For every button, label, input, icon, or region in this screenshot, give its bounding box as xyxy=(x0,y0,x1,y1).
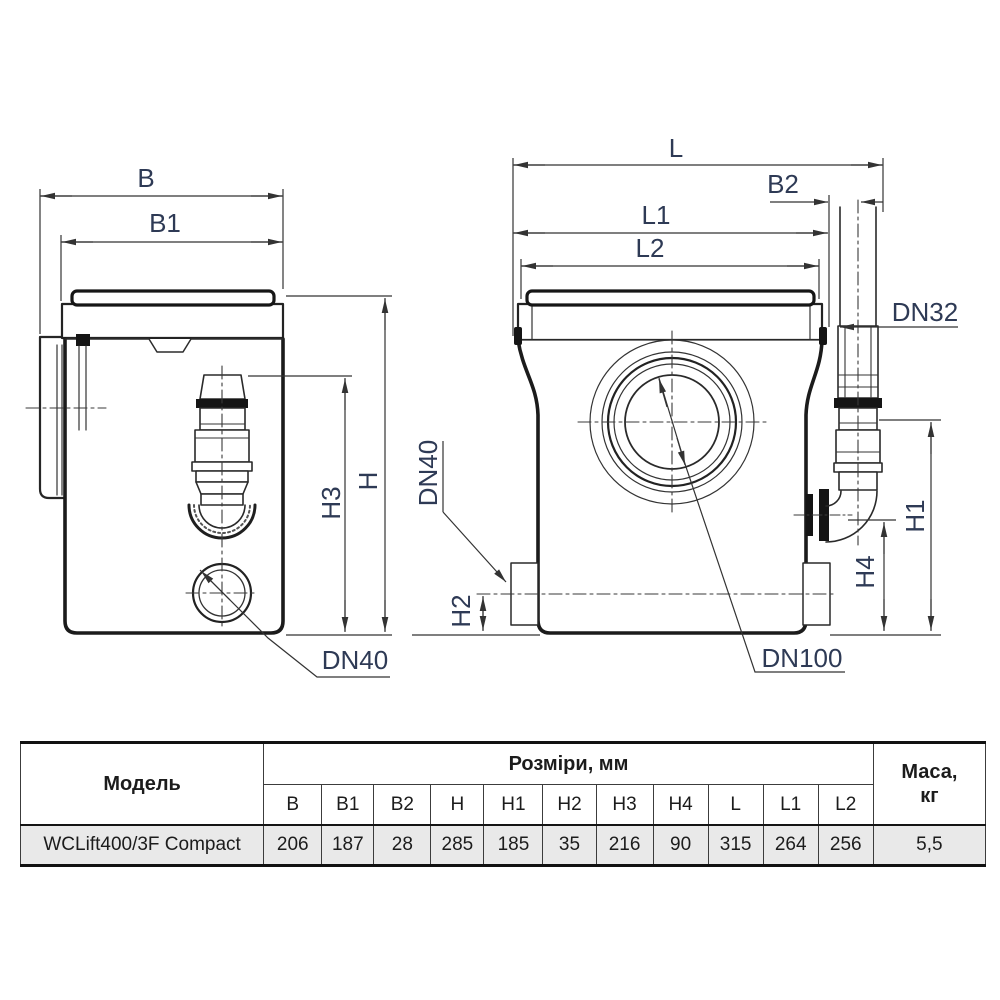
dim-header-cell-b: B xyxy=(263,784,323,826)
dim-label-l1: L1 xyxy=(641,200,671,230)
value-cell-b2: 28 xyxy=(373,824,432,866)
spec-table: Модель Розміри, мм Маса, кг B B1 B2 H H1… xyxy=(19,741,987,867)
dim-header-cell-l: L xyxy=(707,784,764,826)
value-cell-h: 285 xyxy=(430,824,485,866)
dim-header-cell-h2: H2 xyxy=(542,784,597,826)
side-view-dimensions xyxy=(39,189,392,678)
dim-header-cell-l1: L1 xyxy=(762,784,819,826)
dim-label-h2: H2 xyxy=(446,594,476,628)
model-name-cell: WCLift400/3F Compact xyxy=(19,824,265,866)
mass-header-cell: Маса, кг xyxy=(872,742,987,826)
table-row: WCLift400/3F Compact 206 187 28 285 185 … xyxy=(19,824,987,866)
dim-label-b2: B2 xyxy=(767,169,799,199)
mass-header-line2: кг xyxy=(920,785,939,807)
dim-label-h3: H3 xyxy=(316,486,346,520)
dim-header-cell-h: H xyxy=(430,784,485,826)
dim-label-h1: H1 xyxy=(900,499,930,533)
mass-header-line1: Маса, xyxy=(901,761,958,783)
value-cell-h4: 90 xyxy=(652,824,709,866)
dim-label-h: H xyxy=(353,471,383,491)
value-cell-h3: 216 xyxy=(595,824,654,866)
dimensions-header-cell: Розміри, мм xyxy=(263,742,874,785)
dim-label-b1: B1 xyxy=(149,208,181,238)
dim-header-cell-h1: H1 xyxy=(483,784,544,826)
port-label-dn32: DN32 xyxy=(891,297,959,327)
value-cell-b1: 187 xyxy=(321,824,375,866)
port-label-dn100: DN100 xyxy=(761,643,843,673)
port-label-dn40-side: DN40 xyxy=(413,439,443,507)
front-view-dimensions xyxy=(412,158,958,673)
dim-header-cell-l2: L2 xyxy=(817,784,874,826)
model-header-cell: Модель xyxy=(19,742,265,826)
value-cell-h2: 35 xyxy=(542,824,597,866)
port-label-dn40-bottom: DN40 xyxy=(321,645,389,675)
mass-value-cell: 5,5 xyxy=(872,824,987,866)
value-cell-b: 206 xyxy=(263,824,323,866)
value-cell-l2: 256 xyxy=(817,824,874,866)
side-view xyxy=(25,289,285,635)
dim-header-row: B B1 B2 H H1 H2 H3 H4 L L1 L2 xyxy=(21,784,986,826)
dim-label-l2: L2 xyxy=(635,233,665,263)
dim-label-h4: H4 xyxy=(850,555,880,589)
technical-drawing: B B1 H H3 DN40 DN40 L B2 L1 L2 DN32 DN10… xyxy=(25,133,959,678)
value-cell-l: 315 xyxy=(707,824,764,866)
dim-header-cell-h3: H3 xyxy=(595,784,654,826)
value-cell-h1: 185 xyxy=(483,824,544,866)
dimension-drawing-svg xyxy=(25,158,958,678)
dim-label-b: B xyxy=(137,163,155,193)
dim-header-cell-h4: H4 xyxy=(652,784,709,826)
dim-header-cell-b2: B2 xyxy=(373,784,432,826)
dim-label-l: L xyxy=(668,133,684,163)
front-view xyxy=(476,199,883,635)
value-cell-l1: 264 xyxy=(762,824,819,866)
dim-header-cell-b1: B1 xyxy=(321,784,375,826)
